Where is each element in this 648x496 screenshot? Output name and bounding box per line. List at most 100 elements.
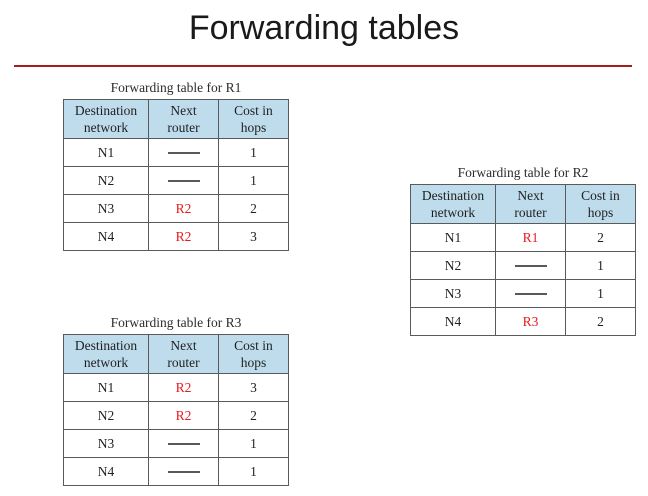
cell-next-router <box>148 429 219 458</box>
cell-next-router <box>148 166 219 195</box>
direct-connection-dash-icon <box>167 442 200 445</box>
cell-cost: 1 <box>218 457 289 486</box>
cell-next-router: R1 <box>495 223 566 252</box>
column-header-cost: Cost in hops <box>565 184 636 224</box>
cell-cost: 1 <box>565 279 636 308</box>
table-row: N3 R2 2 <box>63 194 289 223</box>
table-row: N4 R3 2 <box>410 307 636 336</box>
cell-cost: 2 <box>565 223 636 252</box>
cell-next-router: R2 <box>148 401 219 430</box>
column-header-destination: Destination network <box>63 99 149 139</box>
direct-connection-dash-icon <box>167 470 200 473</box>
cell-destination: N2 <box>410 251 496 280</box>
cell-destination: N2 <box>63 401 149 430</box>
table-row: N4 R2 3 <box>63 222 289 251</box>
forwarding-table-block-r2: Forwarding table for R2 Destination netw… <box>410 165 636 336</box>
column-header-cost: Cost in hops <box>218 334 289 374</box>
cell-next-router: R2 <box>148 373 219 402</box>
header-line-2: hops <box>240 355 267 370</box>
table-row: N3 1 <box>63 429 289 458</box>
table-caption-r3: Forwarding table for R3 <box>110 315 242 330</box>
table-row: N1 R1 2 <box>410 223 636 252</box>
cell-cost: 1 <box>218 138 289 167</box>
column-header-next-router: Next router <box>148 334 219 374</box>
header-line-1: Destination <box>74 338 138 353</box>
cell-next-router: R3 <box>495 307 566 336</box>
cell-next-router <box>495 251 566 280</box>
table-row: N2 1 <box>63 166 289 195</box>
table-caption-r2: Forwarding table for R2 <box>457 165 589 180</box>
header-line-2: router <box>167 355 200 370</box>
cell-destination: N3 <box>410 279 496 308</box>
header-line-2: router <box>514 205 547 220</box>
page-title: Forwarding tables <box>188 9 460 47</box>
cell-cost: 3 <box>218 222 289 251</box>
next-router-value: R3 <box>522 314 539 329</box>
cell-cost: 2 <box>218 401 289 430</box>
header-line-1: Destination <box>421 188 485 203</box>
column-header-next-router: Next router <box>495 184 566 224</box>
header-line-1: Cost in <box>234 338 273 353</box>
header-line-2: network <box>83 120 129 135</box>
cell-destination: N2 <box>63 166 149 195</box>
cell-next-router: R2 <box>148 194 219 223</box>
header-line-2: network <box>430 205 476 220</box>
forwarding-table-r3: Destination network Next router Cost in … <box>63 334 289 486</box>
header-line-2: network <box>83 355 129 370</box>
cell-next-router <box>495 279 566 308</box>
table-row: N1 1 <box>63 138 289 167</box>
cell-next-router: R2 <box>148 222 219 251</box>
table-body-r1: N1 1 N2 1 N3 R2 2 N4 R2 3 <box>63 138 289 251</box>
forwarding-table-block-r3: Forwarding table for R3 Destination netw… <box>63 315 289 486</box>
header-line-1: Destination <box>74 103 138 118</box>
direct-connection-dash-icon <box>167 179 200 182</box>
table-row: N1 R2 3 <box>63 373 289 402</box>
cell-cost: 2 <box>565 307 636 336</box>
table-header-r3: Destination network Next router Cost in … <box>63 334 289 374</box>
table-row: N2 1 <box>410 251 636 280</box>
cell-cost: 1 <box>218 166 289 195</box>
table-body-r3: N1 R2 3 N2 R2 2 N3 1 N4 1 <box>63 373 289 486</box>
next-router-value: R1 <box>522 230 539 245</box>
column-header-next-router: Next router <box>148 99 219 139</box>
direct-connection-dash-icon <box>167 151 200 154</box>
cell-next-router <box>148 138 219 167</box>
header-line-1: Next <box>517 188 544 203</box>
table-header-r2: Destination network Next router Cost in … <box>410 184 636 224</box>
header-line-1: Next <box>170 338 197 353</box>
cell-destination: N4 <box>410 307 496 336</box>
table-body-r2: N1 R1 2 N2 1 N3 1 N4 R3 2 <box>410 223 636 336</box>
direct-connection-dash-icon <box>514 292 547 295</box>
next-router-value: R2 <box>175 380 192 395</box>
header-line-2: router <box>167 120 200 135</box>
column-header-destination: Destination network <box>410 184 496 224</box>
cell-destination: N3 <box>63 194 149 223</box>
cell-next-router <box>148 457 219 486</box>
table-header-r1: Destination network Next router Cost in … <box>63 99 289 139</box>
next-router-value: R2 <box>175 201 192 216</box>
cell-cost: 1 <box>565 251 636 280</box>
header-line-2: hops <box>587 205 614 220</box>
table-row: N4 1 <box>63 457 289 486</box>
forwarding-table-r2: Destination network Next router Cost in … <box>410 184 636 336</box>
cell-destination: N4 <box>63 457 149 486</box>
cell-cost: 1 <box>218 429 289 458</box>
cell-destination: N4 <box>63 222 149 251</box>
table-header-row: Destination network Next router Cost in … <box>63 99 289 139</box>
forwarding-table-block-r1: Forwarding table for R1 Destination netw… <box>63 80 289 251</box>
cell-cost: 2 <box>218 194 289 223</box>
header-line-1: Next <box>170 103 197 118</box>
table-row: N3 1 <box>410 279 636 308</box>
next-router-value: R2 <box>175 408 192 423</box>
table-row: N2 R2 2 <box>63 401 289 430</box>
cell-destination: N1 <box>63 373 149 402</box>
table-caption-r1: Forwarding table for R1 <box>110 80 242 95</box>
next-router-value: R2 <box>175 229 192 244</box>
column-header-destination: Destination network <box>63 334 149 374</box>
table-header-row: Destination network Next router Cost in … <box>63 334 289 374</box>
cell-destination: N1 <box>410 223 496 252</box>
forwarding-table-r1: Destination network Next router Cost in … <box>63 99 289 251</box>
table-header-row: Destination network Next router Cost in … <box>410 184 636 224</box>
cell-destination: N3 <box>63 429 149 458</box>
